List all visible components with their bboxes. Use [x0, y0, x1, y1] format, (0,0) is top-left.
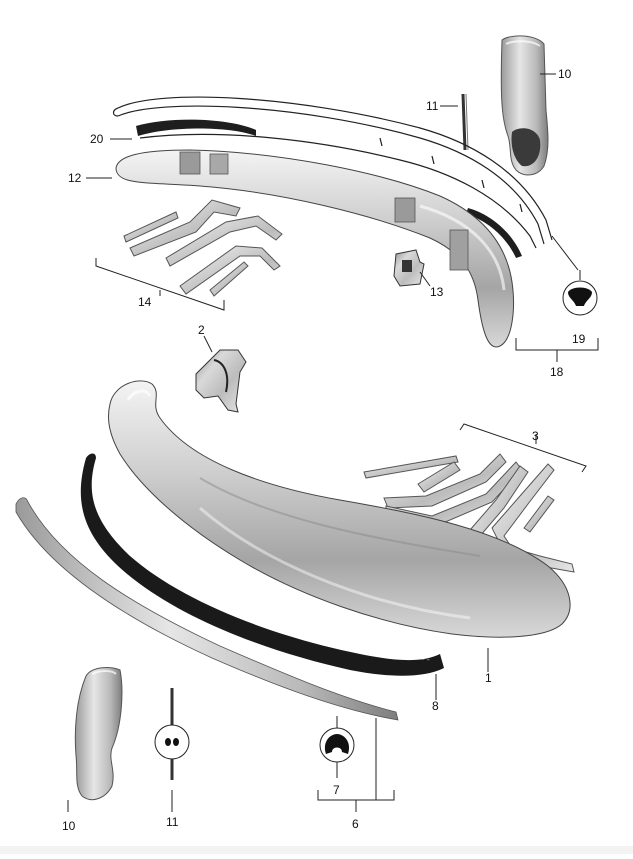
bumper-guard-bottom — [67, 667, 123, 812]
label-3: 3 — [532, 429, 539, 443]
label-19: 19 — [572, 332, 586, 346]
front-trim-strip — [15, 497, 399, 721]
upper-trim-strip-outline — [112, 96, 553, 245]
label-6: 6 — [352, 817, 359, 831]
bracket-group-14-line — [95, 258, 225, 311]
mounting-bracket — [195, 335, 247, 413]
label-13: 13 — [430, 285, 444, 299]
front-bumper — [107, 380, 571, 638]
label-10-bottom: 10 — [62, 819, 76, 833]
label-14: 14 — [138, 295, 152, 309]
mid-trim-outline — [139, 133, 537, 249]
label-20: 20 — [90, 132, 104, 146]
label-7: 7 — [333, 783, 340, 797]
front-trim-clip-detail — [319, 716, 377, 800]
bracket-group-3-line — [459, 423, 587, 473]
rear-bumper — [115, 149, 514, 348]
label-18: 18 — [550, 365, 564, 379]
bottom-strip — [0, 846, 633, 854]
bracket-clip — [393, 249, 425, 287]
label-11-bottom: 11 — [166, 815, 179, 829]
label-2: 2 — [198, 323, 205, 337]
label-8: 8 — [432, 699, 439, 713]
guard-seal-bottom — [154, 688, 190, 812]
label-11-top: 11 — [426, 99, 439, 113]
front-bumper-seal — [80, 453, 444, 676]
label-12: 12 — [68, 171, 82, 185]
rear-brackets-set — [123, 199, 283, 297]
leader-lines-bottom — [435, 434, 537, 700]
front-brackets-set — [363, 453, 575, 573]
trim-clip-detail — [551, 235, 598, 316]
guard-seal-top — [461, 93, 469, 151]
label-10-top: 10 — [558, 67, 572, 81]
group-18-line — [515, 338, 599, 362]
leader-lines-top — [86, 73, 556, 296]
group-6-line — [317, 790, 395, 812]
bumper-seal-top — [136, 119, 522, 258]
label-1: 1 — [485, 671, 492, 685]
bumper-guard-top — [500, 35, 549, 176]
